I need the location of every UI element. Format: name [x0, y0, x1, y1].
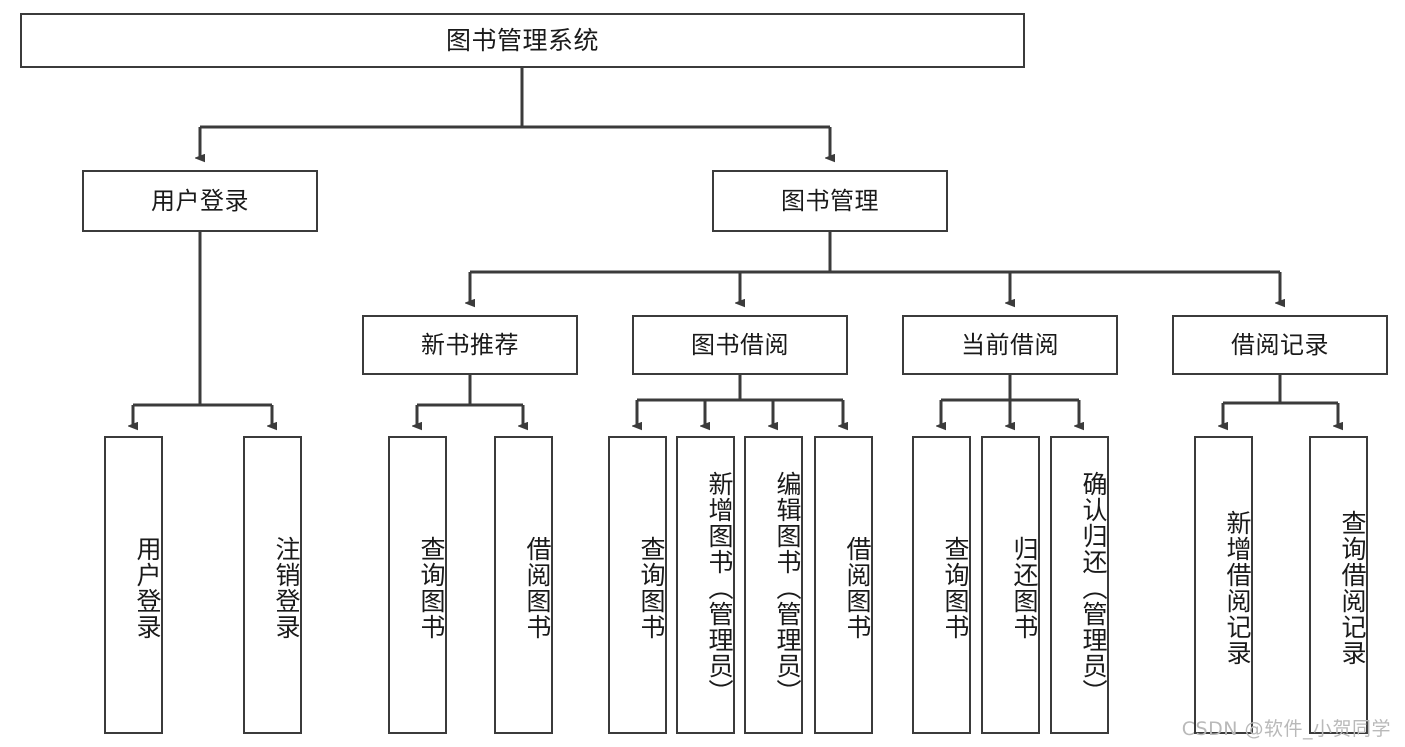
leaf-current-return-book[interactable]: 归还图书 — [981, 436, 1040, 734]
node-root-system[interactable]: 图书管理系统 — [20, 13, 1025, 68]
leaf-recommend-borrow-book[interactable]: 借阅图书 — [494, 436, 553, 734]
node-book-management[interactable]: 图书管理 — [712, 170, 948, 232]
node-label: 注销登录 — [272, 536, 301, 640]
leaf-borrow-borrow-book[interactable]: 借阅图书 — [814, 436, 873, 734]
node-label: 借阅图书 — [843, 536, 872, 640]
leaf-record-query-record[interactable]: 查询借阅记录 — [1309, 436, 1368, 734]
node-borrow-record[interactable]: 借阅记录 — [1172, 315, 1388, 375]
node-label: 新书推荐 — [421, 330, 519, 359]
csdn-watermark: CSDN @软件_小贺同学 — [1181, 718, 1391, 740]
node-current-borrow[interactable]: 当前借阅 — [902, 315, 1118, 375]
leaf-current-query-book[interactable]: 查询图书 — [912, 436, 971, 734]
node-label: 确认归还（管理员） — [1079, 471, 1108, 705]
leaf-user-login-signin[interactable]: 用户登录 — [104, 436, 163, 734]
node-label: 借阅记录 — [1231, 330, 1329, 359]
node-label: 当前借阅 — [961, 330, 1059, 359]
node-label: 图书管理 — [781, 186, 879, 215]
node-label: 查询借阅记录 — [1338, 510, 1367, 666]
node-label: 借阅图书 — [523, 536, 552, 640]
node-label: 归还图书 — [1010, 536, 1039, 640]
node-label: 新增借阅记录 — [1223, 510, 1252, 666]
node-label: 图书借阅 — [691, 330, 789, 359]
node-label: 图书管理系统 — [445, 25, 599, 55]
node-label: 查询图书 — [417, 536, 446, 640]
leaf-user-login-signout[interactable]: 注销登录 — [243, 436, 302, 734]
node-label: 查询图书 — [941, 536, 970, 640]
leaf-borrow-add-book-admin[interactable]: 新增图书（管理员） — [676, 436, 735, 734]
node-new-book-recommend[interactable]: 新书推荐 — [362, 315, 578, 375]
node-label: 用户登录 — [133, 536, 162, 640]
node-user-login[interactable]: 用户登录 — [82, 170, 318, 232]
node-label: 查询图书 — [637, 536, 666, 640]
node-book-borrow[interactable]: 图书借阅 — [632, 315, 848, 375]
leaf-current-confirm-return-admin[interactable]: 确认归还（管理员） — [1050, 436, 1109, 734]
leaf-borrow-query-book[interactable]: 查询图书 — [608, 436, 667, 734]
leaf-recommend-query-book[interactable]: 查询图书 — [388, 436, 447, 734]
node-label: 用户登录 — [151, 186, 249, 215]
leaf-borrow-edit-book-admin[interactable]: 编辑图书（管理员） — [744, 436, 803, 734]
leaf-record-add-record[interactable]: 新增借阅记录 — [1194, 436, 1253, 734]
node-label: 新增图书（管理员） — [705, 471, 734, 705]
node-label: 编辑图书（管理员） — [773, 471, 802, 705]
